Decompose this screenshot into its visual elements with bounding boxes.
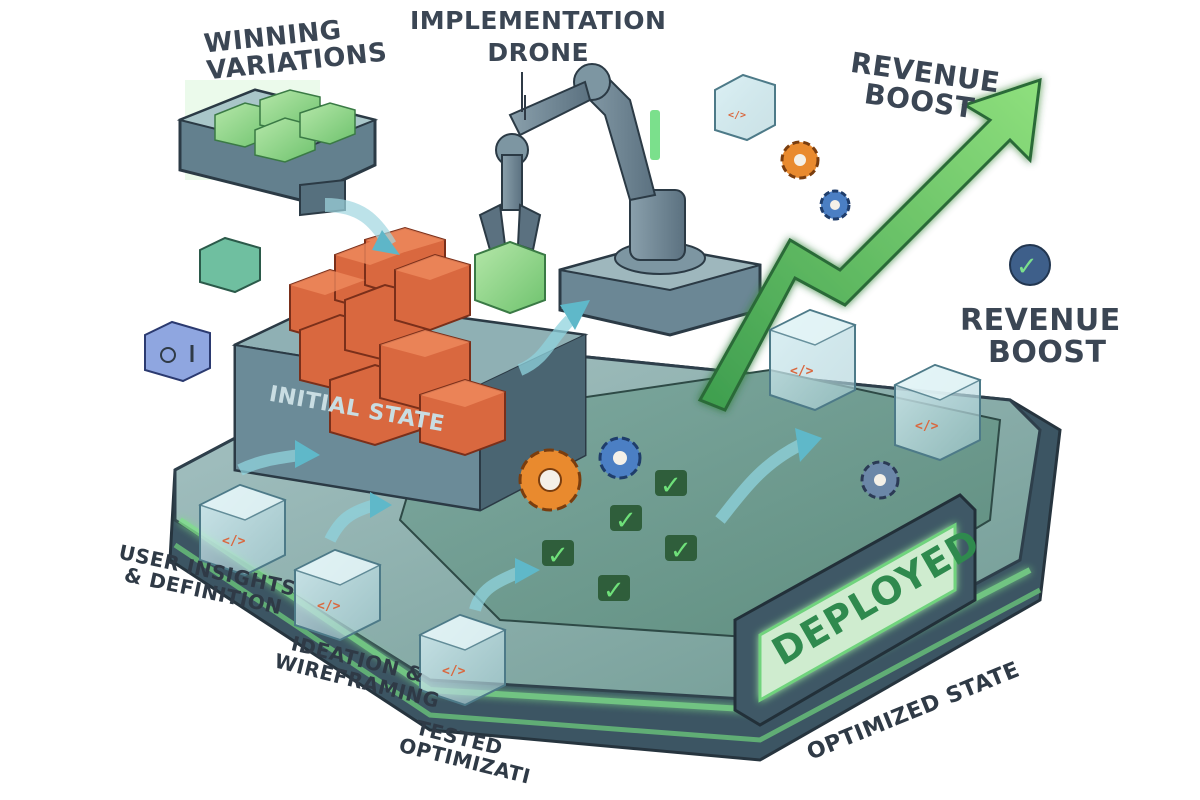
svg-text:✓: ✓ <box>547 541 569 571</box>
winning-variations-tray <box>176 80 400 255</box>
code-icon: </> </> </> </> </> </> <box>222 110 939 679</box>
code-cubes <box>198 73 982 707</box>
svg-text:</>: </> <box>915 419 939 434</box>
implementation-arm <box>474 63 762 337</box>
svg-text:✓: ✓ <box>670 536 692 566</box>
check-icons: ✓ ✓ ✓ ✓ ✓ ✓ <box>542 244 1051 606</box>
svg-text:✓: ✓ <box>603 576 625 606</box>
gear-icon <box>780 140 820 180</box>
svg-text:</>: </> <box>728 110 746 121</box>
flow-arrows <box>237 315 803 612</box>
svg-text:✓: ✓ <box>660 471 682 501</box>
svg-text:</>: </> <box>317 599 341 614</box>
camera-icon <box>160 347 176 363</box>
svg-text:</>: </> <box>222 534 246 549</box>
gear-icon <box>518 448 582 512</box>
implementation-drone-label: IMPLEMENTATION DRONE <box>410 6 667 68</box>
gear-icon <box>819 189 851 221</box>
app-icons <box>144 236 261 383</box>
svg-text:✓: ✓ <box>615 506 637 536</box>
flow-arrowheads <box>295 300 822 584</box>
revenue-boost-arrow <box>697 77 1042 412</box>
deployed-sign <box>733 493 977 727</box>
gear-icon <box>860 460 900 500</box>
svg-text:</>: </> <box>442 664 466 679</box>
revenue-boost-label-side: REVENUE BOOST <box>960 303 1121 370</box>
svg-text:✓: ✓ <box>1016 252 1038 282</box>
svg-text:</>: </> <box>790 364 814 379</box>
gear-icon <box>598 436 642 480</box>
brick-stack <box>289 226 506 457</box>
